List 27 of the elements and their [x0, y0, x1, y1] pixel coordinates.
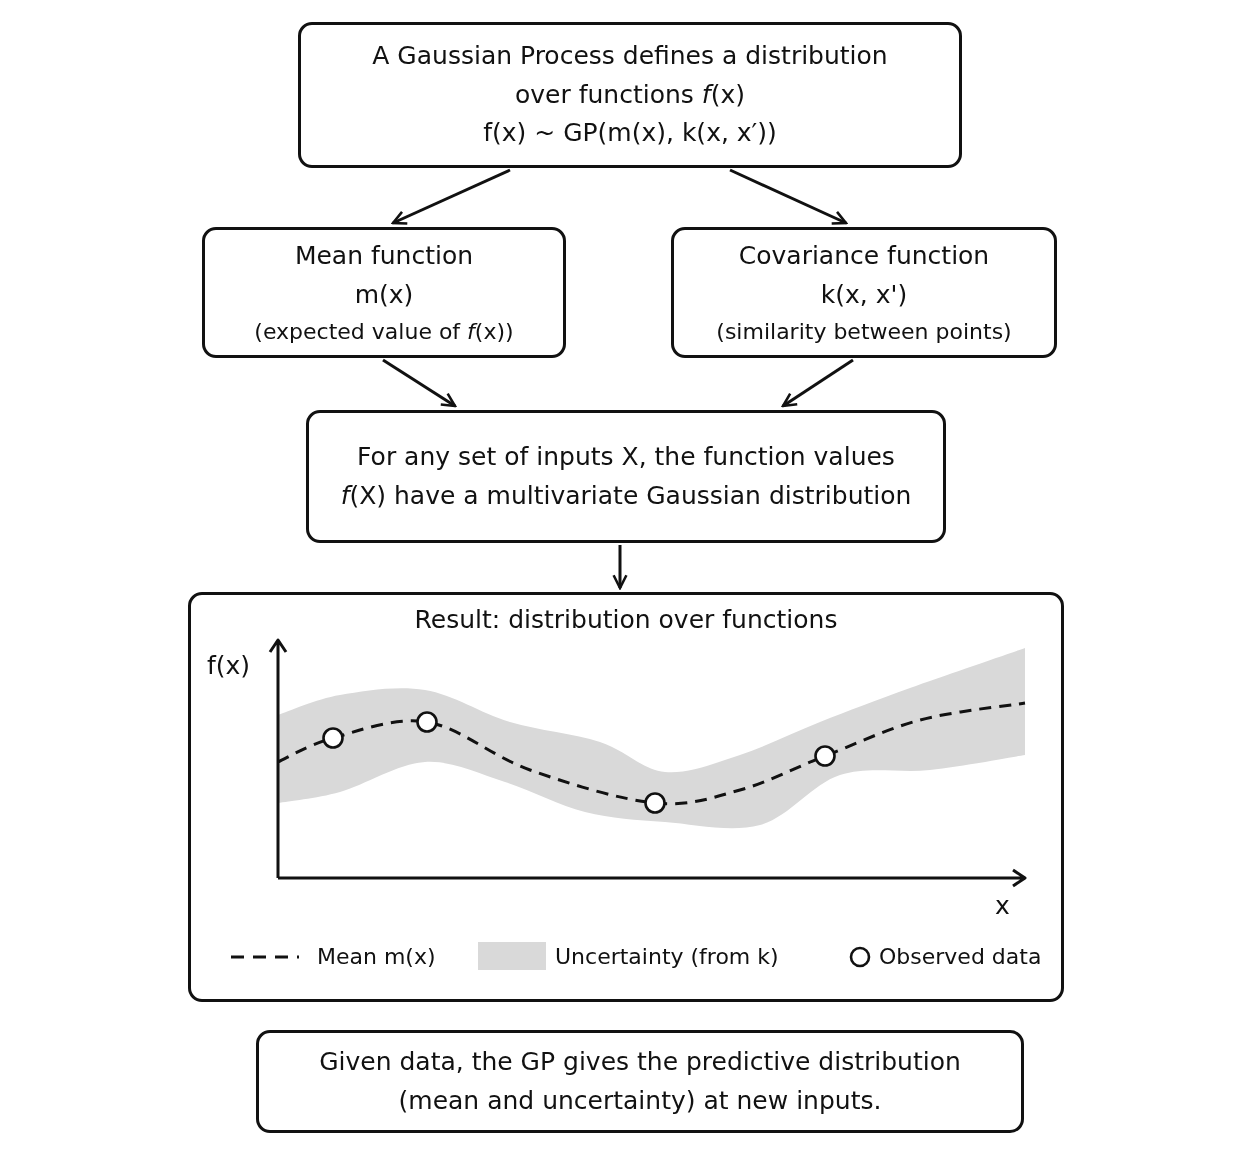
node-text: For any set of inputs X, the function values f(X) have a multivariate Gaussian distribution	[339, 440, 913, 512]
axis-label: x	[995, 890, 1010, 922]
note-text: Given data, the GP gives the predictive distribution (mean and uncertainty) at new inputs.	[318, 1045, 962, 1117]
legend-label: Observed data	[879, 943, 1042, 971]
arrow	[612, 545, 628, 590]
chart-title: Result: distribution over functions	[414, 604, 838, 636]
node-description: (expected value of f(x))	[254, 317, 514, 346]
arrow	[729, 168, 848, 225]
arrow	[382, 358, 457, 408]
node-heading: A Gaussian Process defines a distribution over functions f(x)	[371, 39, 889, 111]
process-box	[306, 410, 946, 543]
arrow	[391, 168, 511, 225]
formula-text: f(x) ~ GP(m(x), k(x, x′))	[483, 117, 777, 150]
node-heading: Covariance function	[738, 240, 990, 273]
node-description: (similarity between points)	[716, 317, 1012, 346]
chart-panel	[188, 592, 1064, 1002]
process-box	[202, 227, 566, 358]
note-box	[256, 1030, 1024, 1133]
formula-text: m(x)	[354, 279, 414, 311]
legend-label: Uncertainty (from k)	[555, 943, 779, 971]
process-box	[671, 227, 1057, 358]
node-heading: Mean function	[294, 240, 474, 273]
axis-label: f(x)	[207, 650, 251, 682]
formula-text: k(x, x')	[820, 279, 908, 311]
process-box	[298, 22, 962, 168]
arrow	[781, 358, 854, 408]
legend-label: Mean m(x)	[317, 943, 436, 971]
